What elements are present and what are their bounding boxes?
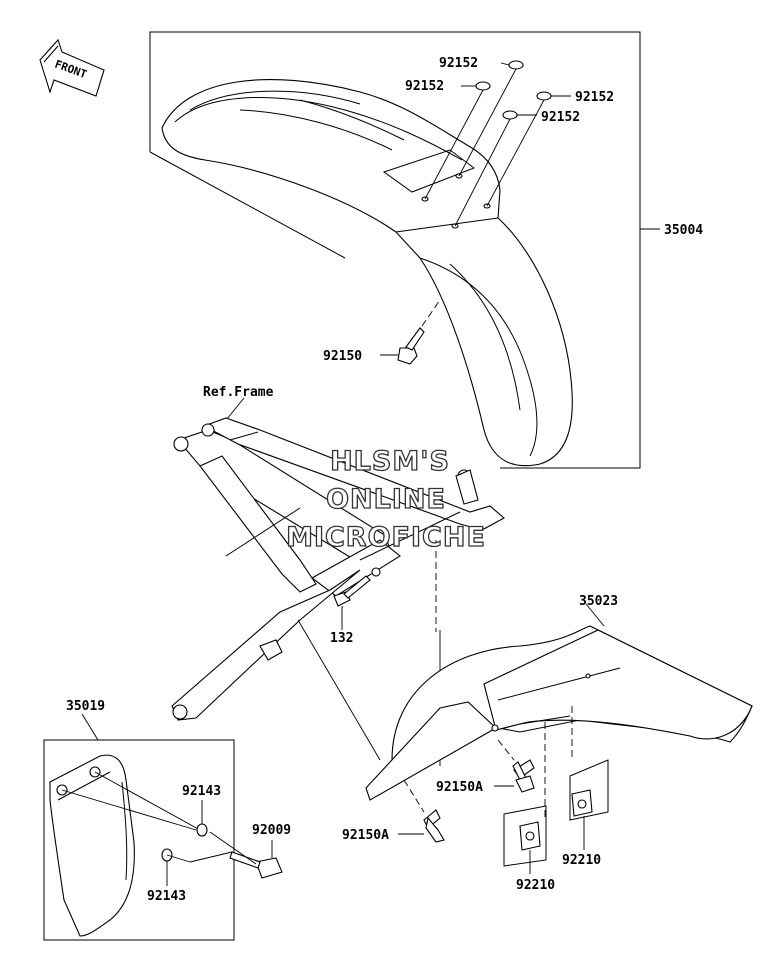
label-92210-left: 92210 [516,878,555,893]
label-92150: 92150 [323,349,362,364]
label-92152-lower: 92152 [541,110,580,125]
label-132: 132 [330,631,353,646]
screw-92009 [189,831,283,879]
bolt-132 [333,567,381,630]
washer-92143-upper [196,800,208,837]
mud-flap-35019 [49,754,201,937]
label-92152-top: 92152 [439,56,478,71]
front-direction-arrow: FRONT [39,38,105,97]
label-92150A-lower: 92150A [342,828,389,843]
label-35023: 35023 [579,594,618,609]
label-92152-right: 92152 [575,90,614,105]
label-92150A-upper: 92150A [436,780,483,795]
front-fender-box [149,31,660,469]
watermark-line-2: ONLINE [326,484,446,515]
label-92143-lower: 92143 [147,889,186,904]
clip-nut-92210-b [569,759,609,850]
mud-flap-box [43,713,235,941]
washer-92152-group [424,60,571,227]
washer-92143-lower [161,848,191,886]
label-92210-right: 92210 [562,853,601,868]
bolt-92150A-upper [494,739,535,793]
label-35004: 35004 [664,223,703,238]
reference-frame [171,397,505,721]
label-35019: 35019 [66,699,105,714]
rear-fender-35023 [365,603,753,820]
watermark: HLSM'S ONLINE MICROFICHE [285,445,486,553]
bolt-92150 [380,299,441,365]
watermark-line-3: MICROFICHE [286,522,486,553]
front-fender-35004 [161,79,573,467]
clip-nut-92210-a [503,805,547,874]
label-ref-frame: Ref.Frame [203,385,274,400]
label-92009: 92009 [252,823,291,838]
bolt-92150A-lower [398,779,445,843]
watermark-line-1: HLSM'S [330,446,450,477]
label-92152-left: 92152 [405,79,444,94]
label-92143-upper: 92143 [182,784,221,799]
